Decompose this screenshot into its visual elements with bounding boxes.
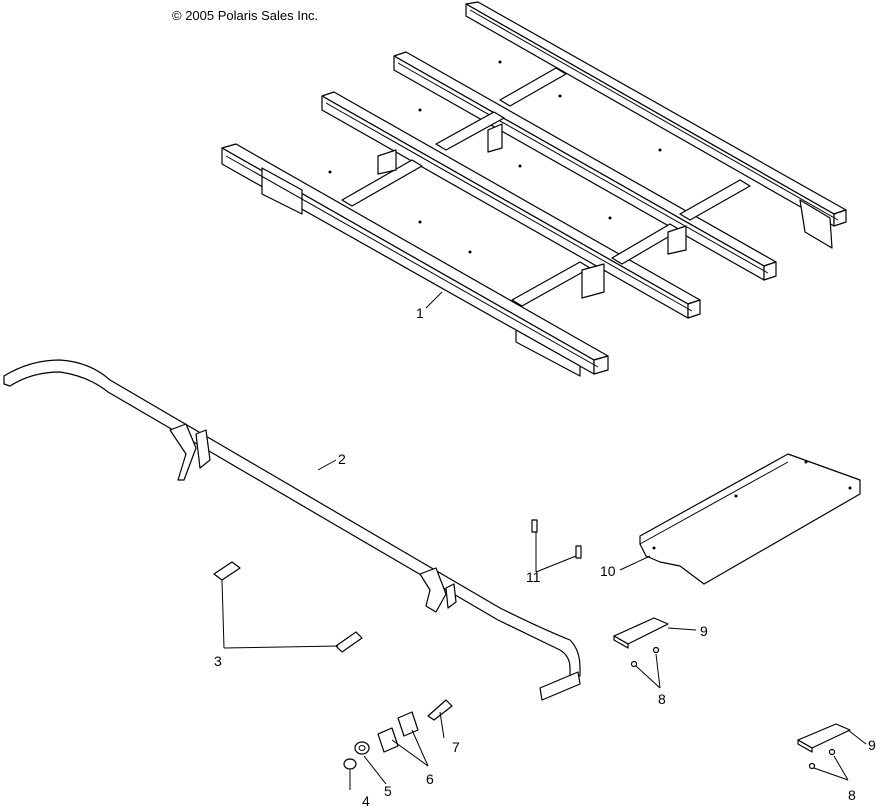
callout-2: 2 <box>338 451 346 467</box>
leader-lines <box>221 291 867 790</box>
callout-4: 4 <box>362 793 370 807</box>
bracket-6b <box>397 711 419 737</box>
nut-4 <box>343 758 357 770</box>
callout-9-upper: 9 <box>700 623 708 639</box>
frame-cross-members <box>341 67 751 307</box>
pad-9-lower <box>797 723 851 770</box>
frame-rail-3 <box>321 91 701 319</box>
frame-rail-2 <box>393 51 777 281</box>
callout-10: 10 <box>600 563 616 579</box>
bumper-tube <box>3 359 581 701</box>
callout-1: 1 <box>416 305 424 321</box>
callout-labels: 1 2 3 4 5 6 7 8 8 9 9 10 11 <box>214 305 876 807</box>
frame-rail-assembly <box>221 1 847 377</box>
pad-9-upper <box>613 617 669 668</box>
hardware <box>343 699 453 770</box>
push-rivets <box>531 519 582 559</box>
callout-7: 7 <box>452 739 460 755</box>
bolt-7 <box>427 699 453 721</box>
callout-6: 6 <box>426 771 434 787</box>
frame-holes <box>328 60 662 254</box>
frame-rail-4 <box>221 143 609 377</box>
callout-5: 5 <box>384 783 392 799</box>
callout-8-lower: 8 <box>848 787 856 803</box>
callout-11: 11 <box>526 569 541 585</box>
end-plugs <box>213 561 363 653</box>
copyright-text: © 2005 Polaris Sales Inc. <box>172 8 318 23</box>
washer-5 <box>354 741 370 755</box>
callout-8-upper: 8 <box>658 691 666 707</box>
callout-9-lower: 9 <box>868 737 876 753</box>
callout-3: 3 <box>214 653 222 669</box>
bracket-6a <box>377 727 399 753</box>
frame-rail-1 <box>465 1 847 249</box>
skid-plate <box>639 453 861 585</box>
